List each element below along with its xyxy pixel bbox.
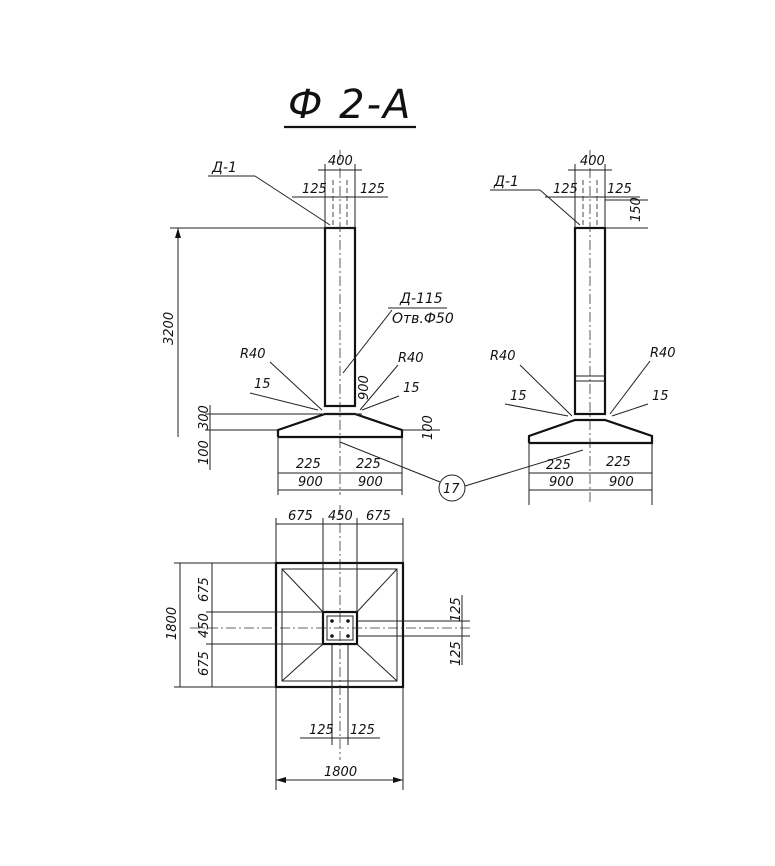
dim-300: 300 [197, 405, 212, 430]
anchor-leader-left [254, 175, 331, 226]
dim-225-left-a: 225 [296, 457, 321, 472]
plan-outer [274, 561, 405, 689]
dim-1800-bottom: 1800 [324, 765, 357, 780]
dim-900-left-a: 900 [298, 475, 323, 490]
dim-125-left-b: 125 [360, 182, 385, 197]
dim-100-right: 100 [421, 415, 436, 440]
plan-diag-d [356, 643, 398, 682]
plan-bolt-a [330, 619, 334, 623]
dim-675-top-b: 675 [366, 509, 391, 524]
drawing-title: Ф 2-А [284, 82, 416, 129]
anchor-mark-right: Д-1 [493, 174, 519, 190]
dim-900-vertical-left: 900 [357, 375, 372, 400]
title-text: Ф 2-А [288, 82, 412, 128]
dim-150: 150 [629, 197, 644, 222]
right-elevation: 400 125 125 Д-1 150 R40 R40 15 15 225 22… [490, 150, 676, 505]
dim-675-left-b: 675 [197, 651, 212, 676]
plan-diag-c [281, 643, 324, 682]
dim-3200: 3200 [162, 312, 177, 345]
dim-400-left: 400 [328, 154, 353, 169]
plan-inner [281, 568, 398, 682]
plan-bolt-c [330, 634, 334, 638]
dim-225-left-b: 225 [356, 457, 381, 472]
rebar-mark: Д-115 [399, 291, 443, 307]
plan-bolt-b [346, 619, 350, 623]
dim-450-left: 450 [197, 613, 212, 638]
dim-15-leader-left-b [361, 395, 400, 411]
rebar-leader [342, 309, 393, 374]
radius-leader-right-a [519, 364, 573, 417]
dim-125-bottom-b: 125 [350, 723, 375, 738]
dim-450-top: 450 [328, 509, 353, 524]
dim-225-right-b: 225 [606, 455, 631, 470]
radius-left-a: R40 [240, 347, 266, 362]
radius-leader-right-b [609, 360, 651, 415]
dim-125-right-a: 125 [553, 182, 578, 197]
dim-15-left-b: 15 [403, 381, 420, 396]
callout-leader-right [464, 449, 584, 487]
dim-1800-left: 1800 [165, 607, 180, 640]
dim-100-left: 100 [197, 440, 212, 465]
anchor-mark-left: Д-1 [211, 160, 237, 176]
dim-15-right-a: 15 [510, 389, 527, 404]
radius-left-b: R40 [398, 351, 424, 366]
dim-125-right-plan-b: 125 [449, 641, 464, 666]
dim-125-left-a: 125 [302, 182, 327, 197]
dim-675-top-a: 675 [288, 509, 313, 524]
dim-15-right-b: 15 [652, 389, 669, 404]
dim-arrow-3200 [175, 228, 181, 238]
rebar-note: Отв.Ф50 [392, 311, 454, 327]
anchor-leader-right [539, 189, 581, 226]
dim-125-right-plan-a: 125 [449, 597, 464, 622]
callout-17: 17 [339, 441, 584, 502]
left-elevation: 400 125 125 Д-1 3200 Д-115 Отв.Ф50 R40 R… [162, 150, 454, 495]
callout-number: 17 [443, 482, 460, 497]
dim-15-leader-left-a [249, 392, 319, 411]
right-base-outline [527, 418, 654, 445]
dim-arrow-1800-b [393, 777, 403, 783]
dim-125-bottom-a: 125 [309, 723, 334, 738]
dim-225-right-a: 225 [546, 458, 571, 473]
dim-900-right-a: 900 [549, 475, 574, 490]
radius-leader-left-b [359, 364, 399, 411]
dim-15-left-a: 15 [254, 377, 271, 392]
radius-leader-left-a [269, 361, 323, 411]
dim-arrow-1800-a [276, 777, 286, 783]
dim-900-right-b: 900 [609, 475, 634, 490]
callout-leader-left [339, 441, 441, 483]
callout-circle [438, 474, 466, 502]
radius-right-b: R40 [650, 346, 676, 361]
dim-125-right-b: 125 [607, 182, 632, 197]
plan-view: 675 450 675 1800 675 450 675 125 125 125… [165, 505, 470, 790]
plan-bolt-d [346, 634, 350, 638]
dim-675-left-a: 675 [197, 577, 212, 602]
dim-900-left-b: 900 [358, 475, 383, 490]
radius-right-a: R40 [490, 349, 516, 364]
plan-diag-b [356, 568, 398, 613]
plan-diag-a [281, 568, 324, 613]
dim-15-leader-right-b [611, 403, 649, 417]
dim-400-right: 400 [580, 154, 605, 169]
dim-15-leader-right-a [504, 403, 569, 417]
